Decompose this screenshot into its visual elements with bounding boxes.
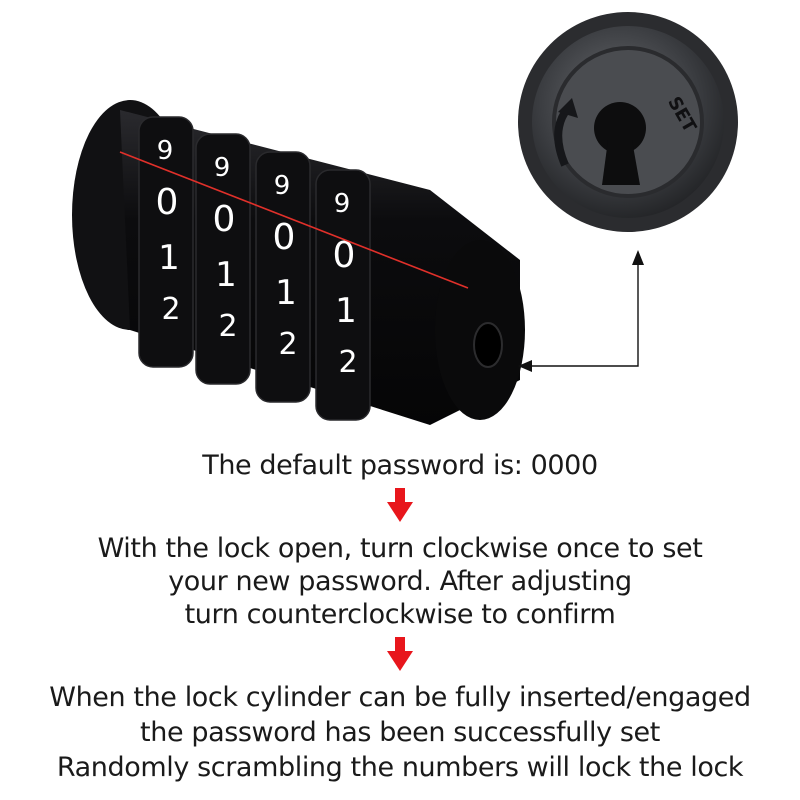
- wheel-digit: 1: [275, 273, 297, 313]
- arrow-left-icon: [518, 250, 644, 372]
- wheel-digit: 0: [273, 217, 296, 258]
- wheel-digit: 2: [218, 309, 237, 344]
- step2-line1: When the lock cylinder can be fully inse…: [49, 682, 751, 713]
- wheel-digit: 0: [213, 199, 236, 240]
- wheel-digit: 0: [156, 182, 179, 223]
- digit-wheel-1: [138, 116, 194, 368]
- wheel-digit: 9: [334, 189, 351, 219]
- wheel-digit: 2: [161, 292, 180, 327]
- digit-wheel-2: [195, 133, 251, 385]
- set-button-closeup: SET: [518, 12, 738, 232]
- step2-line2: the password has been successfully set: [140, 717, 660, 748]
- wheel-digit: 9: [214, 153, 231, 183]
- wheel-digit: 2: [338, 345, 357, 380]
- step2-line3: Randomly scrambling the numbers will loc…: [56, 752, 744, 783]
- wheel-digit: 1: [158, 238, 180, 278]
- step1-line2: your new password. After adjusting: [168, 566, 632, 597]
- alignment-indicator-line: [119, 151, 469, 289]
- wheel-digit: 9: [157, 136, 174, 166]
- wheel-digit: 2: [278, 327, 297, 362]
- arrow-down-icon: [387, 488, 413, 522]
- lock-keyhole: [473, 322, 503, 368]
- wheel-digit: 1: [215, 255, 237, 295]
- step1-line3: turn counterclockwise to confirm: [184, 599, 616, 630]
- wheel-digit: 9: [274, 171, 291, 201]
- default-password-text: The default password is: 0000: [202, 450, 598, 481]
- digit-wheel-3: [255, 151, 311, 403]
- keyhole-icon: [594, 102, 646, 185]
- step1-line1: With the lock open, turn clockwise once …: [97, 533, 703, 564]
- wheel-digit: 0: [333, 235, 356, 276]
- wheel-digit: 1: [335, 291, 357, 331]
- arrow-down-icon: [387, 637, 413, 671]
- digit-wheel-4: [315, 169, 371, 421]
